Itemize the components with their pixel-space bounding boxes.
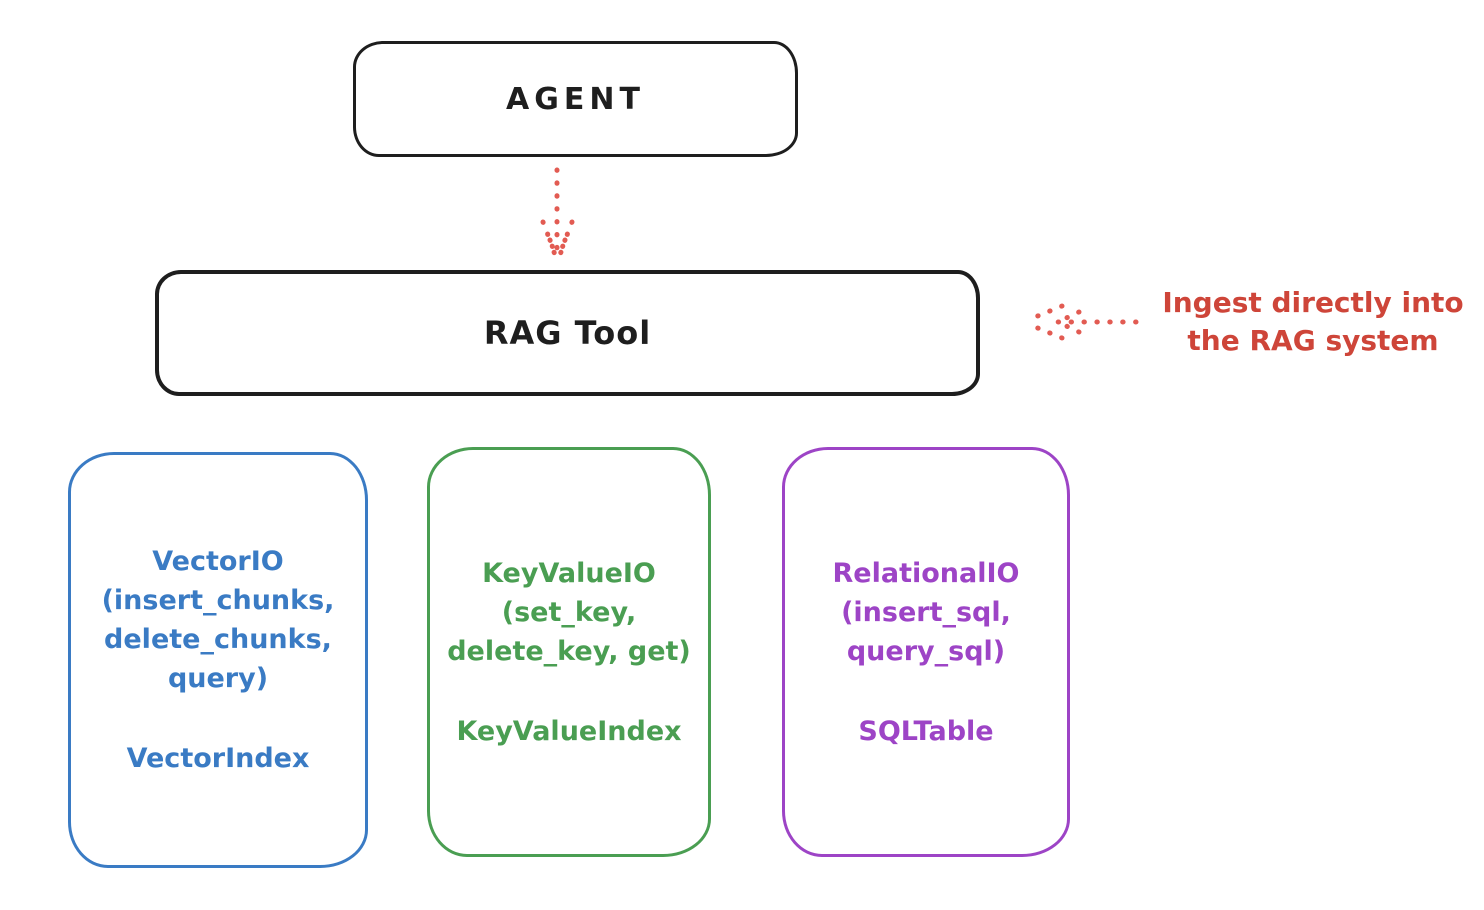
storage-node-text-line: (insert_chunks, — [101, 585, 335, 616]
rag-tool-label: RAG Tool — [483, 314, 652, 352]
storage-node-text-line: query) — [167, 663, 269, 694]
ingest-annotation: Ingest directly into the RAG system — [1140, 284, 1484, 360]
vector-index-label: VectorIndex — [126, 743, 310, 774]
agent-to-rag-arrow-icon — [540, 167, 575, 261]
storage-node-text-line: (insert_sql, — [841, 596, 1011, 628]
storage-node-text-line: RelationalIO — [832, 557, 1020, 589]
ingest-annotation-line-1: Ingest directly into — [1162, 286, 1464, 319]
storage-node-text-line: delete_key, get) — [447, 635, 691, 667]
keyvalue-io-node: KeyValueIO (set_key, delete_key, get) KeyV… — [427, 447, 711, 857]
rag-tool-node: RAG Tool — [155, 270, 980, 396]
storage-node-text-line: query_sql) — [846, 635, 1006, 667]
vector-io-methods: VectorIO (insert_chunks, delete_chunks,que… — [102, 542, 335, 698]
storage-node-text-line: (set_key, — [501, 596, 637, 628]
keyvalue-index-label: KeyValueIndex — [456, 715, 682, 747]
ingest-annotation-arrow-icon — [1025, 303, 1139, 341]
relational-io-methods: RelationalIO (insert_sql, query_sql) — [833, 554, 1020, 671]
relational-io-node: RelationalIO (insert_sql, query_sql) SQLTa… — [782, 447, 1070, 857]
sql-table-label: SQLTable — [858, 715, 994, 747]
agent-label: AGENT — [506, 81, 645, 117]
ingest-annotation-line-2: the RAG system — [1187, 324, 1439, 357]
storage-node-text-line: KeyValueIO — [482, 557, 656, 589]
agent-node: AGENT — [353, 41, 798, 157]
vector-io-node: VectorIO (insert_chunks, delete_chunks,que… — [68, 452, 368, 868]
storage-node-text-line: VectorIO — [152, 546, 284, 577]
keyvalue-io-methods: KeyValueIO (set_key, delete_key, get) — [447, 554, 691, 671]
storage-node-text-line: delete_chunks, — [104, 624, 332, 655]
